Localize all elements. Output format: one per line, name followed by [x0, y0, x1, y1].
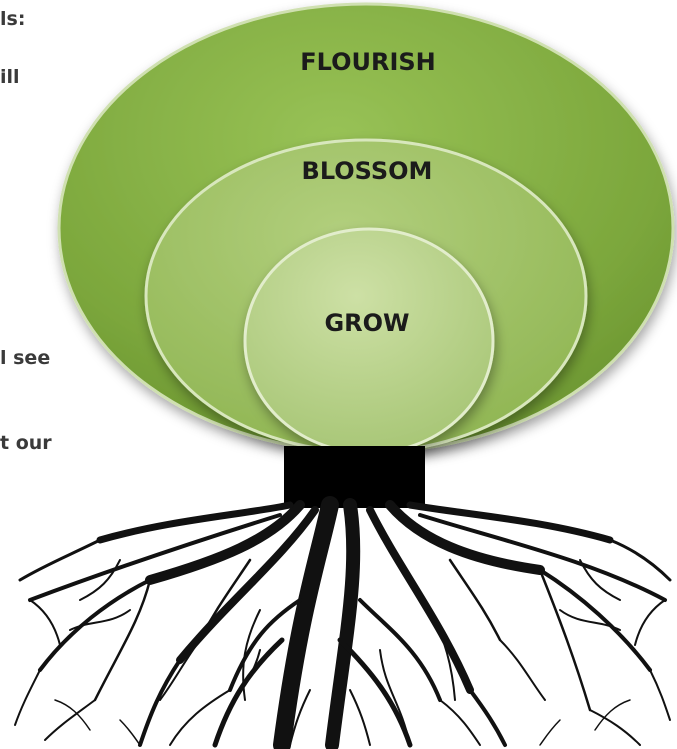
grow-label: GROW: [324, 309, 409, 337]
trunk: [284, 446, 425, 508]
cropped-text-line-1: ls:: [0, 8, 26, 30]
grow-circle: [243, 227, 495, 455]
blossom-label: BLOSSOM: [302, 157, 433, 185]
roots: [14, 496, 672, 749]
flourish-label: FLOURISH: [300, 48, 436, 76]
cropped-text-line-4: t our: [0, 432, 52, 454]
cropped-text-line-2: ill: [0, 66, 20, 88]
cropped-text-line-3: l see: [0, 347, 51, 369]
